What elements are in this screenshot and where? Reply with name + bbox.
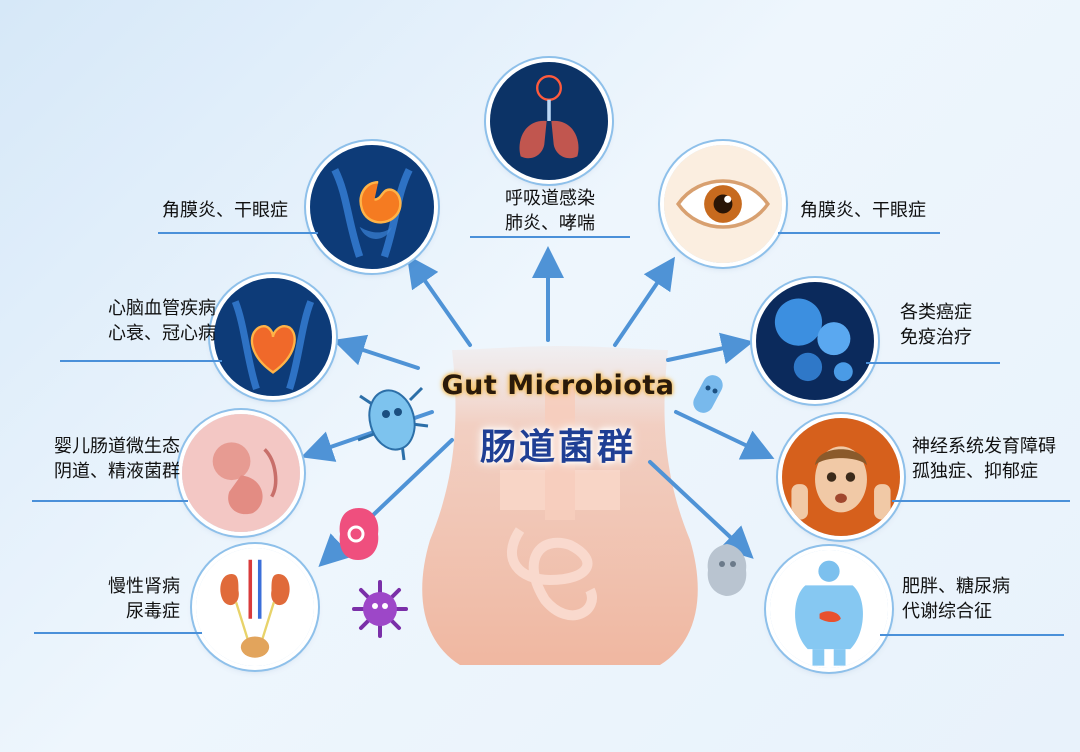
arrow-to-child xyxy=(674,410,775,460)
kidney-circle xyxy=(196,548,314,666)
underline-cancer xyxy=(866,362,1000,364)
obesity-circle xyxy=(770,550,888,668)
arrow-to-stomach xyxy=(406,254,472,347)
pink-microbe-icon xyxy=(339,508,379,560)
child-face-icon xyxy=(782,418,900,536)
child-circle xyxy=(782,418,900,536)
underline-fetus xyxy=(32,500,188,502)
label-fetus: 婴儿肠道微生态 阴道、精液菌群 xyxy=(54,436,180,482)
arrow-to-obesity xyxy=(648,460,754,559)
label-stomach: 角膜炎、干眼症 xyxy=(162,200,288,221)
underline-lungs xyxy=(470,236,630,238)
arrow-to-eye xyxy=(613,256,675,347)
eye-circle xyxy=(664,145,782,263)
stomach-icon xyxy=(310,145,434,269)
eye-icon xyxy=(664,145,782,263)
label-heart: 心脑血管疾病 心衰、冠心病 xyxy=(108,298,216,344)
blue-bacterium-icon xyxy=(357,386,429,461)
fetus-circle xyxy=(182,414,300,532)
underline-obesity xyxy=(880,634,1064,636)
cancer-circle xyxy=(756,282,874,400)
title-english: Gut Microbiota xyxy=(441,370,675,401)
fetus-icon xyxy=(182,414,300,532)
label-kidney: 慢性肾病 尿毒症 xyxy=(108,576,180,622)
title-chinese: 肠道菌群 xyxy=(479,427,636,468)
underline-eye xyxy=(778,232,940,234)
lungs-icon xyxy=(490,62,608,180)
cancer-cell-icon xyxy=(756,282,874,400)
label-cancer: 各类癌症 免疫治疗 xyxy=(900,302,972,348)
heart-icon xyxy=(214,278,332,396)
underline-stomach xyxy=(158,232,318,234)
heart-circle xyxy=(214,278,332,396)
underline-kidney xyxy=(34,632,202,634)
label-lungs: 呼吸道感染 肺炎、哮喘 xyxy=(505,188,595,234)
underline-child xyxy=(892,500,1070,502)
underline-heart xyxy=(60,360,222,362)
obese-body-icon xyxy=(770,550,888,668)
lungs-circle xyxy=(490,62,608,180)
arrow-to-cancer xyxy=(666,332,754,364)
label-child: 神经系统发育障碍 孤独症、抑郁症 xyxy=(912,436,1056,482)
rod-bacterium-icon xyxy=(693,375,723,413)
label-eye: 角膜炎、干眼症 xyxy=(800,200,926,221)
gray-cloud-microbe-icon xyxy=(707,544,747,596)
arrow-to-heart xyxy=(332,334,420,370)
label-obesity: 肥胖、糖尿病 代谢综合征 xyxy=(902,576,1010,622)
stomach-circle xyxy=(310,145,434,269)
kidney-icon xyxy=(196,548,314,666)
purple-virus-icon xyxy=(352,580,408,638)
